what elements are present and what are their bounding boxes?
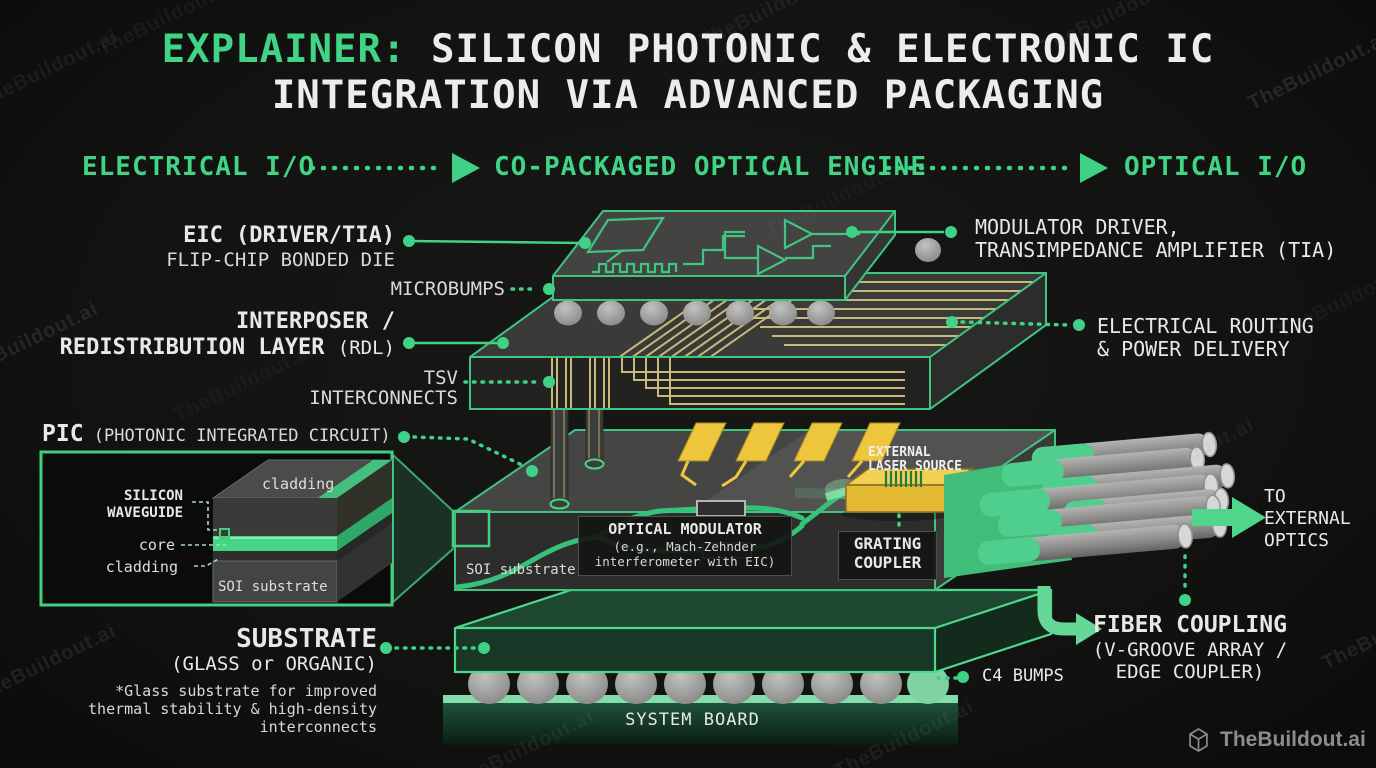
inset-soi-label: SOI substrate (218, 579, 328, 595)
dotted-arrow-icon (309, 153, 480, 183)
inset-layer-stack (211, 459, 394, 603)
substrate-note-line2: thermal stability & high-density (88, 700, 377, 718)
fiber-bundle (944, 431, 1236, 578)
modulator-electrodes (677, 422, 901, 488)
to-external-optics-line3: OPTICS (1264, 530, 1330, 551)
interposer-label-line1: INTERPOSER / (236, 309, 395, 334)
modulator-driver-label-line1: MODULATOR DRIVER, (975, 215, 1180, 239)
microbumps-label: MICROBUMPS (390, 278, 505, 300)
rdl-label-paren: (RDL) (337, 337, 395, 359)
dotted-arrow-icon (885, 153, 1108, 183)
cube-logo-icon (1189, 728, 1208, 752)
tsv-label-line1: TSV (423, 367, 458, 389)
page-title-line2: INTEGRATION VIA ADVANCED PACKAGING (271, 73, 1105, 118)
grating-fins-icon (884, 471, 923, 487)
pic-label: PIC (PHOTONIC INTEGRATED CIRCUIT) (42, 421, 391, 448)
electrical-routing-label-line2: & POWER DELIVERY (1097, 337, 1290, 361)
external-optics-arrow-icon (1192, 497, 1266, 538)
laser-label-line1: EXTERNAL (868, 445, 931, 460)
flow-label-optical-io: OPTICAL I/O (1124, 152, 1308, 182)
pic-soi-label: SOI substrate (466, 562, 576, 578)
inset-cladding-bottom-label: cladding (105, 558, 178, 576)
fiber-coupling-arrow-icon (1037, 586, 1102, 645)
grating-coupler-line2: COUPLER (853, 552, 922, 572)
rdl-label-bold: REDISTRIBUTION LAYER (59, 335, 338, 360)
substrate-slab (453, 588, 1053, 674)
fiber-coupling-title: FIBER COUPLING (1093, 612, 1287, 638)
to-external-optics-line1: TO (1264, 486, 1286, 507)
title-highlight: EXPLAINER: (161, 27, 407, 72)
microbumps-row (554, 238, 941, 326)
grating-coupler-line1: GRATING (853, 534, 922, 553)
inset-core-label: core (138, 536, 175, 554)
optical-modulator-callout: OPTICAL MODULATOR (e.g., Mach-Zehnder in… (578, 516, 792, 576)
inset-connectors (181, 501, 226, 567)
system-board-label: SYSTEM BOARD (625, 710, 760, 730)
substrate-sub: (GLASS or ORGANIC) (171, 653, 377, 675)
modulator-driver-label-line2: TRANSIMPEDANCE AMPLIFIER (TIA) (975, 238, 1337, 262)
substrate-note-line1: *Glass substrate for improved (115, 682, 377, 700)
title-rest: SILICON PHOTONIC & ELECTRONIC IC (406, 27, 1215, 72)
to-external-optics-line2: EXTERNAL (1264, 508, 1351, 529)
page-title-line1: EXPLAINER: SILICON PHOTONIC & ELECTRONIC… (0, 28, 1376, 72)
substrate-title: SUBSTRATE (236, 624, 377, 654)
grating-coupler-callout: GRATING COUPLER (838, 531, 937, 580)
inset-silicon-label-line1: SILICON (123, 488, 183, 504)
eic-sublabel: FLIP-CHIP BONDED DIE (166, 249, 395, 271)
eic-chip (552, 210, 896, 301)
flow-label-optical-engine: CO-PACKAGED OPTICAL ENGINE (494, 152, 927, 182)
optical-modulator-sub2: interferometer with EIC) (594, 553, 776, 569)
tsv-label-line2: INTERCONNECTS (309, 387, 458, 409)
callout-connectors (380, 226, 1191, 683)
interposer-label-line2: REDISTRIBUTION LAYER (RDL) (40, 335, 395, 361)
fiber-coupling-sub2: EDGE COUPLER) (1115, 661, 1265, 683)
waveguide-marker (219, 528, 230, 539)
core-dot (230, 539, 242, 551)
zoom-target-marker (451, 509, 491, 548)
optical-modulator-sub1: (e.g., Mach-Zehnder (613, 538, 757, 554)
eic-label: EIC (DRIVER/TIA) (183, 223, 395, 248)
fiber-coupling-sub1: (V-GROOVE ARRAY / (1092, 639, 1288, 661)
c4-bumps-label: C4 BUMPS (982, 666, 1064, 686)
inset-cladding-top-label: cladding (262, 475, 335, 493)
substrate-note-line3: interconnects (259, 718, 377, 736)
system-board (443, 695, 958, 745)
laser-source-box (824, 467, 1001, 532)
laser-label-line2: LASER SOURCE (868, 459, 962, 474)
c4-bumps (468, 664, 949, 704)
electrical-routing-label-line1: ELECTRICAL ROUTING (1097, 314, 1314, 338)
optical-modulator-title: OPTICAL MODULATOR (608, 520, 762, 538)
inset-callout (39, 450, 491, 607)
flow-label-electrical-io: ELECTRICAL I/O (82, 152, 316, 182)
brand-logo: TheBuildout.ai (1185, 726, 1366, 754)
brand-logo-text: TheBuildout.ai (1220, 728, 1366, 751)
inset-silicon-label-line2: WAVEGUIDE (107, 505, 183, 521)
tsv-pillars (549, 399, 605, 510)
pic-label-rest: (PHOTONIC INTEGRATED CIRCUIT) (83, 426, 391, 446)
pic-label-bold: PIC (42, 421, 84, 447)
